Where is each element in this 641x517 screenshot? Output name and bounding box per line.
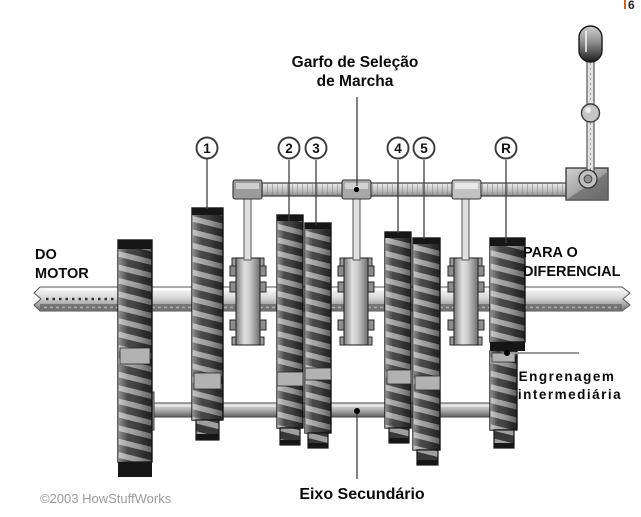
fork-pointer-dot [353, 186, 360, 193]
gear-marker-1-label: 1 [203, 141, 211, 156]
gear-marker-5-label: 5 [420, 141, 428, 156]
gear-marker-3: 3 [304, 136, 328, 160]
selector-fork-label-line2: de Marcha [317, 73, 394, 90]
gear-marker-3-label: 3 [312, 141, 320, 156]
countershaft-label: Eixo Secundário [299, 486, 425, 503]
selector-fork-label-line1: Garfo de Seleção [292, 54, 419, 71]
to-differential-label-line1: PARA O [523, 245, 578, 261]
synchro-collar-2 [337, 257, 375, 346]
gear-5 [412, 237, 441, 466]
fork-rod-1 [243, 195, 252, 261]
gear-4 [384, 231, 412, 444]
shifter-knob [578, 25, 603, 63]
gear-marker-2: 2 [277, 136, 301, 160]
gear-marker-reverse-label: R [501, 141, 511, 156]
synchro-collar-1 [229, 257, 267, 346]
from-engine-label-line1: DO [35, 247, 57, 263]
idler-gear-label-line2: intermediária [518, 387, 622, 402]
selector-rail [235, 182, 571, 197]
fragment-label[interactable]: 6 [628, 0, 635, 12]
gear-1 [191, 207, 224, 441]
fork-bracket-3 [451, 179, 482, 200]
synchro-collar-3 [447, 257, 485, 346]
idler-pointer-dot [504, 350, 510, 356]
from-engine-label-line2: MOTOR [35, 266, 89, 282]
shifter-ball-joint [580, 103, 601, 123]
gear-marker-5: 5 [412, 136, 436, 160]
gear-marker-1: 1 [195, 136, 219, 160]
to-differential-label-line2: DIFERENCIAL [523, 264, 621, 280]
fork-bracket-1 [232, 179, 263, 200]
fork-rod-3 [461, 195, 470, 261]
reverse-idler-gear [489, 350, 518, 449]
fork-rod-2 [352, 195, 361, 261]
gear-marker-4-label: 4 [394, 141, 402, 156]
page-link-fragment[interactable]: 6 [624, 0, 635, 12]
fragment-accent-mark [624, 0, 626, 9]
gear-marker-4: 4 [386, 136, 410, 160]
clutch-gear [117, 239, 153, 477]
gear-marker-2-label: 2 [285, 141, 293, 156]
gear-3 [304, 222, 332, 449]
idler-gear-label-line1: Engrenagem [519, 369, 616, 384]
gear-shifter [565, 25, 609, 201]
gear-marker-reverse: R [494, 136, 518, 160]
gear-2 [276, 214, 304, 446]
copyright-label: ©2003 HowStuffWorks [40, 491, 172, 506]
countershaft-pointer-dot [354, 408, 360, 414]
reverse-gear [489, 237, 526, 351]
